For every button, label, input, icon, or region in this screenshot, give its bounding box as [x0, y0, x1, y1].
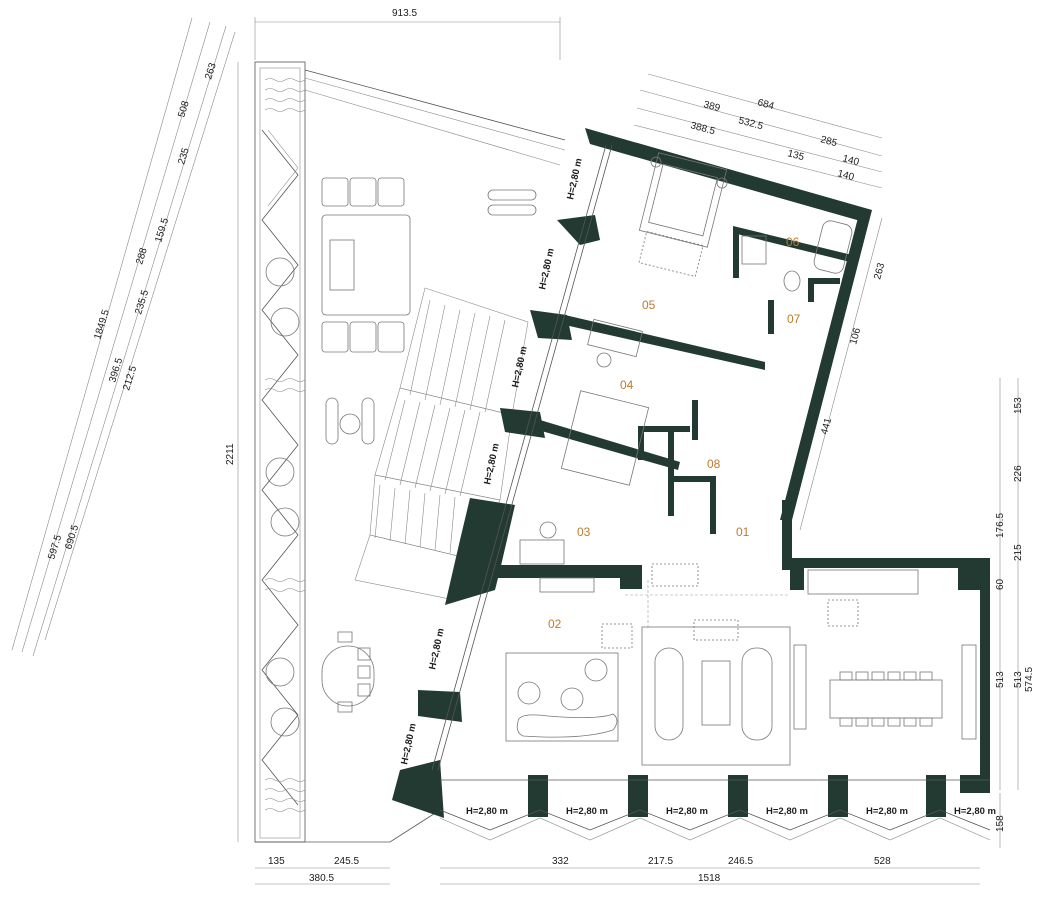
dim-label: 285	[819, 134, 838, 149]
dim-label: 508	[176, 99, 192, 119]
dim-label: 140	[836, 168, 855, 183]
dim-top-right	[633, 73, 883, 189]
dim-label: 513	[995, 671, 1006, 688]
dim-label: 176.5	[995, 513, 1006, 538]
dim-label: 246.5	[728, 856, 753, 867]
dim-label: 441	[819, 416, 834, 435]
height-label: H=2,80 m	[482, 442, 501, 485]
dim-label: 60	[995, 578, 1006, 590]
dim-label: 140	[841, 153, 860, 168]
dim-label: 159.5	[153, 216, 171, 244]
dim-label: 913.5	[392, 8, 417, 19]
dim-label: 245.5	[334, 856, 359, 867]
room-label-01: 01	[736, 525, 750, 539]
dim-label: 212.5	[121, 364, 139, 392]
dim-label: 684	[756, 97, 775, 112]
dim-label: 135	[268, 856, 285, 867]
slanted-facade-glazing	[431, 144, 613, 771]
dashed-guides	[625, 580, 790, 630]
bottom-facade	[439, 779, 991, 841]
dim-label: 215	[1013, 544, 1024, 561]
height-label: H=2,80 m	[666, 806, 708, 817]
dim-label: 235.5	[133, 288, 151, 316]
dim-right-wall	[799, 217, 883, 531]
dim-label: 135	[786, 148, 805, 163]
dim-label: 396.5	[107, 356, 125, 384]
height-label: H=2,80 m	[954, 806, 996, 817]
height-label: H=2,80 m	[766, 806, 808, 817]
dim-label: 380.5	[309, 873, 334, 884]
dim-label: 217.5	[648, 856, 673, 867]
walls	[392, 128, 990, 818]
height-label: H=2,80 m	[565, 157, 584, 200]
dim-label: 388.5	[689, 120, 716, 137]
dim-label: 389	[702, 99, 721, 114]
height-label: H=2,80 m	[510, 345, 529, 388]
dim-label: 690.5	[63, 523, 81, 551]
room-label-08: 08	[707, 457, 721, 471]
dim-label: 2211	[225, 443, 236, 465]
dim-label: 158	[995, 815, 1006, 832]
dim-bottom-left	[255, 867, 390, 885]
room-label-07: 07	[787, 312, 801, 326]
room-label-05: 05	[642, 298, 656, 312]
height-label: H=2,80 m	[427, 627, 446, 670]
dim-top	[254, 17, 561, 60]
dim-label: 528	[874, 856, 891, 867]
dim-label: 513	[1013, 671, 1024, 688]
dim-diagonals	[11, 17, 236, 657]
dim-far-right	[999, 378, 1019, 848]
height-label: H=2,80 m	[466, 806, 508, 817]
dim-label: 288	[134, 246, 150, 266]
height-label: H=2,80 m	[866, 806, 908, 817]
dim-label: 153	[1013, 397, 1024, 414]
dim-label: 597.5	[46, 533, 64, 561]
dim-label: 1518	[698, 873, 721, 884]
dim-bottom	[440, 867, 980, 885]
dim-label: 263	[872, 261, 887, 280]
dim-label: 332	[552, 856, 569, 867]
height-label: H=2,80 m	[537, 247, 556, 290]
dim-label: 263	[203, 61, 219, 81]
room-label-04: 04	[620, 378, 634, 392]
height-label: H=2,80 m	[399, 722, 418, 765]
terrace-furniture	[321, 177, 537, 713]
interior-furniture	[505, 152, 977, 766]
room-label-03: 03	[577, 525, 591, 539]
dim-label: 1849.5	[92, 308, 112, 341]
terrace-planter	[254, 61, 566, 843]
dim-label: 532.5	[737, 115, 764, 132]
height-label: H=2,80 m	[566, 806, 608, 817]
dim-label: 574.5	[1024, 667, 1035, 692]
room-label-06: 06	[786, 235, 800, 249]
dim-label: 106	[848, 326, 863, 345]
dim-label: 226	[1013, 465, 1024, 482]
room-label-02: 02	[548, 617, 562, 631]
dim-label: 235	[176, 146, 192, 166]
